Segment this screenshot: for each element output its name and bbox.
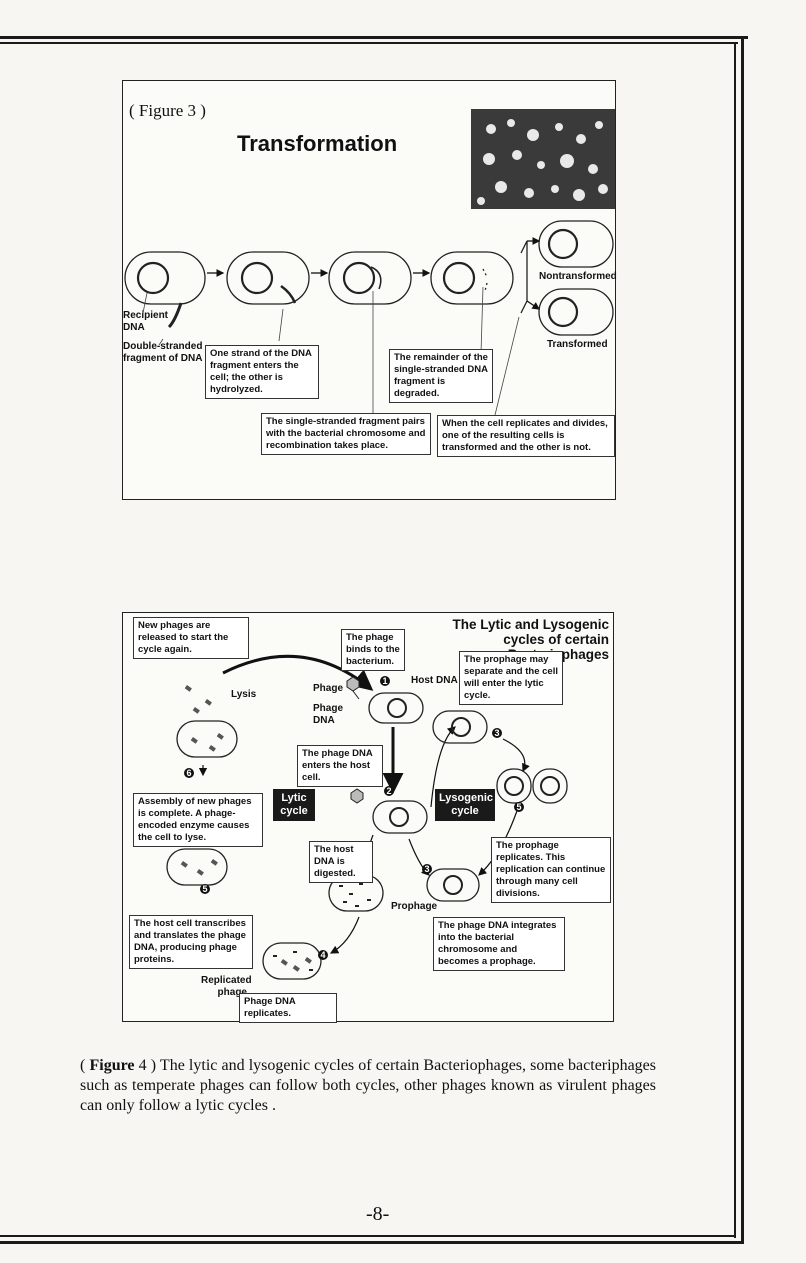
figure-4-caption: ( Figure 4 ) The lytic and lysogenic cyc… xyxy=(80,1057,657,1114)
phage-icon xyxy=(346,676,360,700)
figure-3-title: Transformation xyxy=(237,131,398,156)
double-stranded-label: Double-stranded fragment of DNA xyxy=(123,341,203,364)
transformed-label: Transformed xyxy=(547,339,608,350)
replicated-phage-label: Replicated phage xyxy=(201,975,252,998)
page-number: -8- xyxy=(366,1203,390,1225)
step-number: 4 xyxy=(320,950,325,960)
figure-4-panel: The Lytic and Lysogenic cycles of certai… xyxy=(122,612,614,1023)
figure-3-panel: ( Figure 3 ) Transformation xyxy=(122,80,617,500)
step-number: 2 xyxy=(386,786,391,796)
bottom-border-inner xyxy=(0,1235,736,1237)
prophage-label: Prophage xyxy=(391,901,438,912)
box-digested: The host DNA is digested. xyxy=(309,841,373,883)
step-number: 3 xyxy=(424,864,429,874)
host-dna-label: Host DNA xyxy=(411,675,458,686)
step-number-badge xyxy=(318,950,328,960)
box-remainder: The remainder of the single-stranded DNA… xyxy=(389,349,493,403)
step-number-badge xyxy=(492,728,502,738)
box-integrates: The phage DNA integrates into the bacter… xyxy=(433,917,565,971)
recipient-dna-label: Recipient DNA xyxy=(123,310,169,333)
lysogenic-cycle-badge: Lysogenic cycle xyxy=(435,789,495,821)
figure-3-label: ( Figure 3 ) xyxy=(129,101,206,120)
step-number-badge xyxy=(422,864,432,874)
nontransformed-label: Nontransformed xyxy=(539,271,617,282)
caption-figure-word: Figure xyxy=(89,1057,135,1074)
phage-dna-label: Phage DNA xyxy=(313,703,344,726)
step-number: 5 xyxy=(202,884,207,894)
right-border-inner xyxy=(734,42,736,1238)
box-transcribes: The host cell transcribes and translates… xyxy=(129,915,253,969)
box-pairs: The single-stranded fragment pairs with … xyxy=(261,413,431,455)
box-assembly: Assembly of new phages is complete. A ph… xyxy=(133,793,263,847)
step-number-badge xyxy=(514,802,524,812)
phage-label: Phage xyxy=(313,683,344,694)
caption-text: 4 ) The lytic and lysogenic cycles of ce… xyxy=(80,1057,657,1114)
box-released: New phages are released to start the cyc… xyxy=(133,617,249,659)
box-dna-replicates: Phage DNA replicates. xyxy=(239,993,337,1023)
cell-recipient xyxy=(124,251,206,305)
box-one-strand: One strand of the DNA fragment enters th… xyxy=(205,345,319,399)
right-border xyxy=(741,36,744,1244)
step-number-badge xyxy=(184,768,194,778)
box-enters: The phage DNA enters the host cell. xyxy=(297,745,383,787)
lysis-label: Lysis xyxy=(231,689,257,700)
top-border-inner xyxy=(0,42,738,44)
step-number: 1 xyxy=(382,676,387,686)
step-number-badge xyxy=(200,884,210,894)
top-border xyxy=(0,36,748,39)
step-number-badge xyxy=(384,786,394,796)
lytic-cycle-badge: Lytic cycle xyxy=(273,789,315,821)
box-prophage-replicates: The prophage replicates. This replicatio… xyxy=(491,837,611,903)
step-number: 5 xyxy=(516,802,521,812)
bottom-border xyxy=(0,1241,744,1244)
box-separate: The prophage may separate and the cell w… xyxy=(459,651,563,705)
step-number-badge xyxy=(380,676,390,686)
step-number: 3 xyxy=(494,728,499,738)
box-binds: The phage binds to the bacterium. xyxy=(341,629,405,671)
box-replicates: When the cell replicates and divides, on… xyxy=(437,415,615,457)
step-number: 6 xyxy=(186,768,191,778)
transformation-diagram xyxy=(124,220,614,416)
colony-photo xyxy=(471,109,615,209)
